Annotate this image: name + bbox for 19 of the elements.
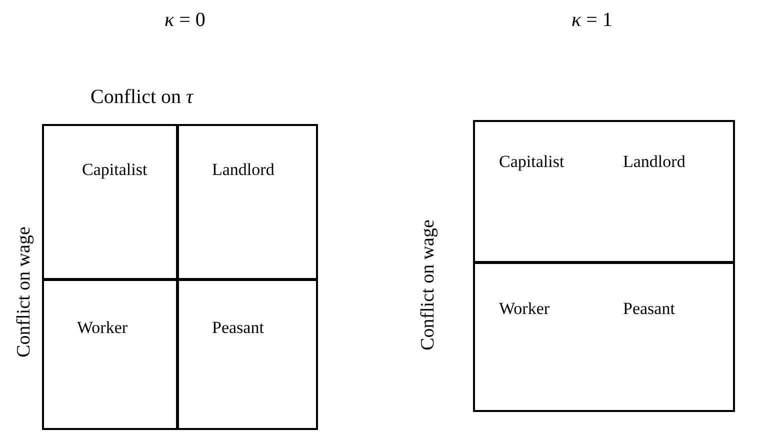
class-label: Capitalist: [82, 160, 148, 180]
class-label: Peasant: [623, 299, 675, 319]
axis-title: Conflict on wage: [416, 220, 439, 350]
class-label: Landlord: [623, 152, 686, 172]
panel-heading: κ = 0: [164, 8, 206, 32]
axis-title: Conflict on wage: [12, 226, 35, 358]
class-label: Worker: [77, 318, 128, 338]
class-label: Capitalist: [499, 152, 564, 172]
table-cell: [42, 124, 179, 281]
class-label: Worker: [499, 299, 550, 319]
class-label: Landlord: [212, 160, 274, 180]
table-cell: [42, 278, 179, 430]
class-label: Peasant: [212, 318, 264, 338]
table-cell: [176, 278, 318, 430]
panel-heading: κ = 1: [572, 8, 612, 32]
table-cell: [473, 120, 735, 264]
axis-title: Conflict on τ: [90, 86, 194, 108]
table-cell: [473, 261, 735, 412]
table-cell: [176, 124, 318, 281]
